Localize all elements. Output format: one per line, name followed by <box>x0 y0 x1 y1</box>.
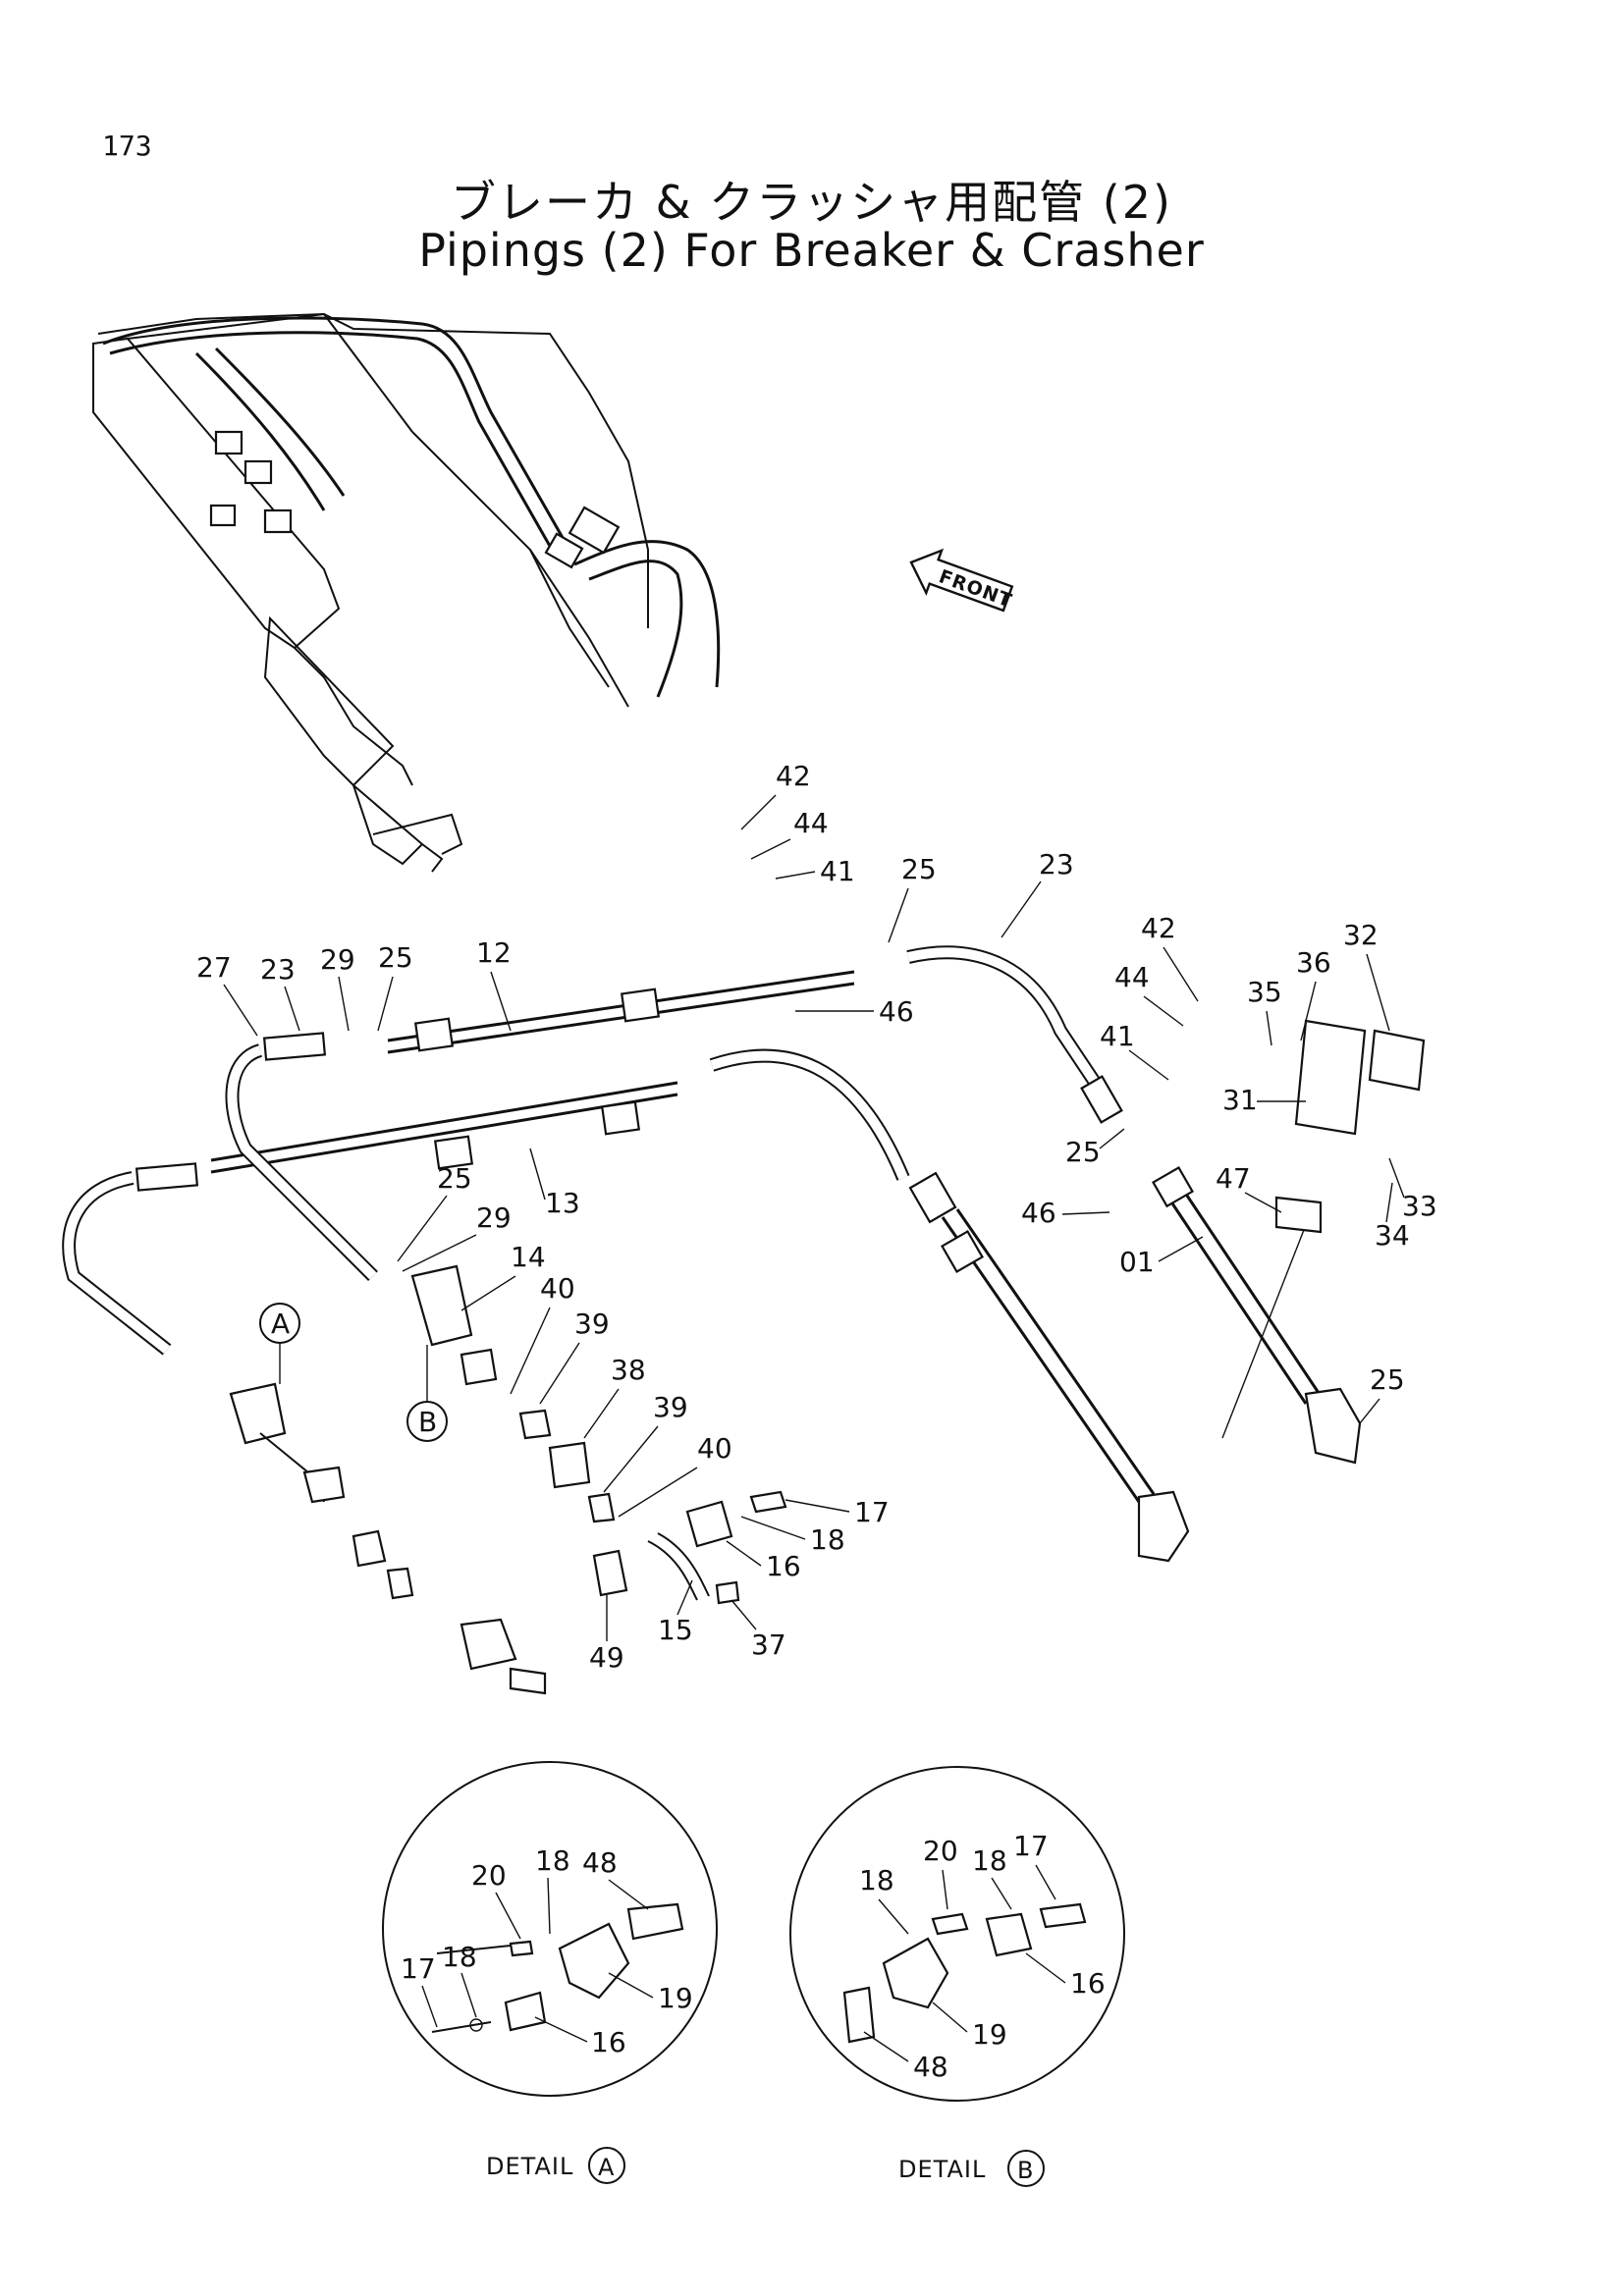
detail-a-18b: 18 <box>442 1941 477 1973</box>
detail-b-18b: 18 <box>972 1844 1007 1877</box>
title-japanese: ブレーカ & クラッシャ用配管 (2) <box>451 176 1172 229</box>
callout-01: 01 <box>1119 1246 1155 1278</box>
marker-a: A <box>259 1303 300 1344</box>
callout-14: 14 <box>511 1241 546 1273</box>
callout-25b: 25 <box>378 941 413 974</box>
detail-b-16: 16 <box>1070 1967 1106 2000</box>
detail-b-48: 48 <box>913 2051 948 2083</box>
callout-40a: 40 <box>540 1272 575 1305</box>
callout-39a: 39 <box>574 1308 610 1340</box>
detail-b-marker: B <box>1007 2150 1045 2187</box>
detail-a-17: 17 <box>401 1952 436 1985</box>
title-english: Pipings (2) For Breaker & Crasher <box>418 224 1205 277</box>
svg-text:B: B <box>418 1406 437 1438</box>
detail-b-20: 20 <box>923 1835 958 1867</box>
callout-46b: 46 <box>1021 1197 1056 1229</box>
machine-overview <box>92 312 721 873</box>
callout-12: 12 <box>476 936 512 969</box>
callout-40b: 40 <box>697 1432 732 1465</box>
callout-33: 33 <box>1402 1190 1437 1222</box>
callout-49: 49 <box>589 1641 624 1674</box>
callout-29b: 29 <box>476 1201 512 1234</box>
callout-37: 37 <box>751 1629 786 1661</box>
callout-25e: 25 <box>437 1162 472 1195</box>
callout-16: 16 <box>766 1550 801 1582</box>
detail-a-18a: 18 <box>535 1844 570 1877</box>
page-number: 173 <box>102 130 152 162</box>
callout-41a: 41 <box>820 855 855 887</box>
detail-b-19: 19 <box>972 2018 1007 2051</box>
callout-39b: 39 <box>653 1391 688 1423</box>
callout-36: 36 <box>1296 946 1331 979</box>
callout-34: 34 <box>1375 1219 1410 1252</box>
detail-b-label: DETAIL <box>898 2156 986 2183</box>
detail-b-17: 17 <box>1013 1830 1049 1862</box>
callout-31: 31 <box>1222 1084 1258 1116</box>
detail-a-marker: A <box>588 2147 625 2184</box>
callout-47: 47 <box>1216 1162 1251 1195</box>
callouts: 42 44 41 25 23 27 23 29 25 12 46 42 44 3… <box>196 760 1437 1674</box>
callout-42b: 42 <box>1141 912 1176 944</box>
detail-a-48: 48 <box>582 1846 618 1879</box>
detail-a-label: DETAIL <box>486 2153 573 2180</box>
callout-44b: 44 <box>1114 961 1150 993</box>
detail-b-18a: 18 <box>859 1864 894 1896</box>
callout-25d: 25 <box>1370 1363 1405 1396</box>
callout-35: 35 <box>1247 976 1282 1008</box>
callout-29a: 29 <box>320 943 355 976</box>
marker-b: B <box>406 1401 448 1442</box>
svg-text:B: B <box>1017 2157 1033 2184</box>
callout-23a: 23 <box>1039 848 1074 881</box>
callout-13: 13 <box>545 1187 580 1219</box>
callout-18: 18 <box>810 1523 845 1556</box>
callout-15: 15 <box>658 1614 693 1646</box>
callout-17: 17 <box>854 1496 890 1528</box>
callout-44a: 44 <box>793 807 829 839</box>
detail-a-20: 20 <box>471 1859 507 1892</box>
detail-a: 20 18 48 17 18 19 16 <box>382 1761 718 2097</box>
callout-41b: 41 <box>1100 1020 1135 1052</box>
detail-b: 20 18 18 17 16 19 48 <box>789 1766 1125 2102</box>
piping-assembly <box>62 945 1426 1695</box>
callout-38: 38 <box>611 1354 646 1386</box>
detail-a-19: 19 <box>658 1982 693 2014</box>
front-arrow: FRONT <box>909 548 1015 613</box>
svg-text:A: A <box>271 1308 290 1340</box>
callout-23b: 23 <box>260 953 296 986</box>
callout-46a: 46 <box>879 995 914 1028</box>
callout-25a: 25 <box>901 853 937 885</box>
callout-27: 27 <box>196 951 232 984</box>
callout-25c: 25 <box>1065 1136 1101 1168</box>
svg-text:A: A <box>598 2154 615 2181</box>
callout-42a: 42 <box>776 760 811 792</box>
callout-32: 32 <box>1343 919 1379 951</box>
detail-a-16: 16 <box>591 2026 626 2058</box>
